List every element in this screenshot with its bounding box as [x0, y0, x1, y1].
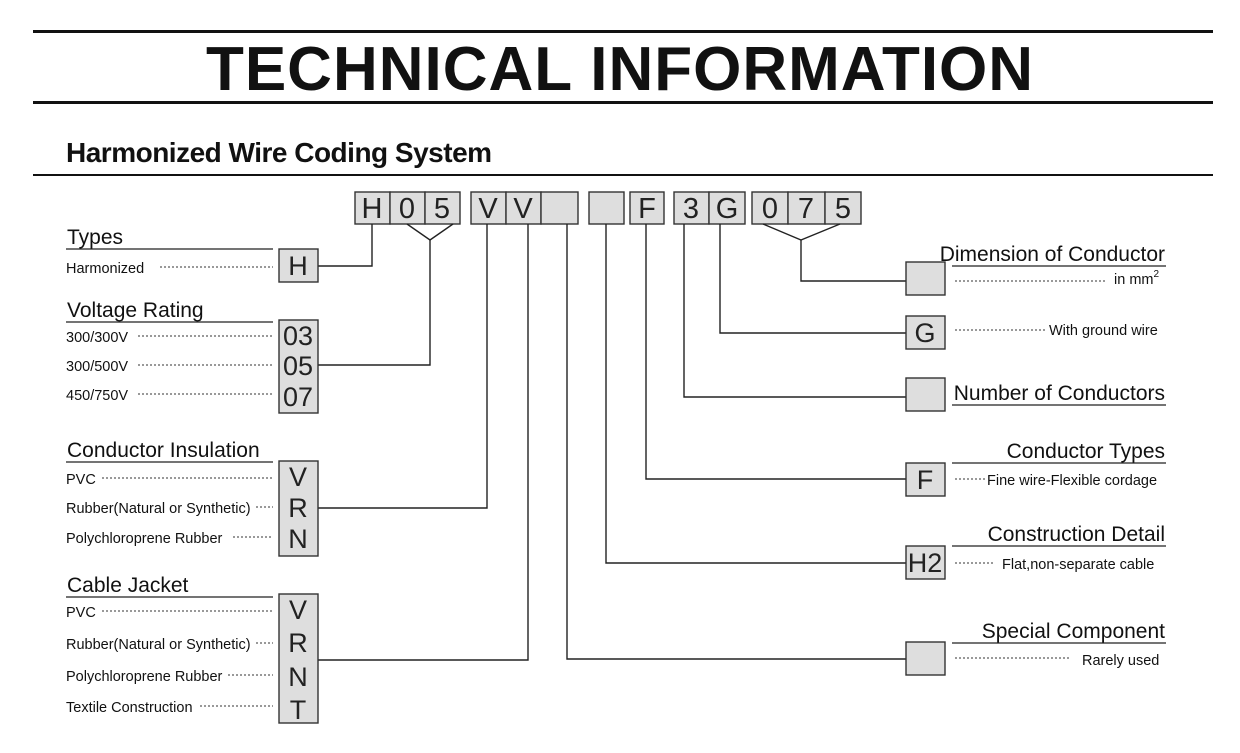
- special-section: Special Component Rarely used: [905, 620, 1166, 676]
- dimension-heading: Dimension of Conductor: [940, 243, 1165, 266]
- insulation-code: N: [288, 524, 308, 554]
- code-char: V: [478, 193, 498, 225]
- code-char: G: [716, 193, 739, 225]
- number-heading: Number of Conductors: [954, 382, 1165, 405]
- code-char: 5: [835, 193, 851, 225]
- connector-lines: [318, 223, 906, 661]
- insulation-label: PVC: [66, 472, 96, 488]
- insulation-code: R: [288, 493, 308, 523]
- voltage-code: 03: [283, 321, 313, 351]
- jacket-code: R: [288, 628, 308, 658]
- code-group-5: 3 G: [673, 191, 746, 225]
- code-char: F: [638, 193, 656, 225]
- construction-note: Flat,non-separate cable: [1002, 557, 1154, 573]
- code-group-3: [588, 191, 625, 225]
- types-heading: Types: [67, 226, 123, 249]
- ctypes-note: Fine wire-Flexible cordage: [987, 473, 1157, 489]
- code-char: 0: [399, 193, 415, 225]
- section-subtitle: Harmonized Wire Coding System: [66, 137, 492, 168]
- dimension-note: in mm2: [1114, 269, 1159, 288]
- types-label: Harmonized: [66, 261, 144, 277]
- code-char: 7: [798, 193, 814, 225]
- ground-code: G: [914, 318, 935, 348]
- insulation-heading: Conductor Insulation: [67, 439, 260, 462]
- insulation-code: V: [289, 462, 307, 492]
- dimension-section: Dimension of Conductor in mm2: [905, 243, 1166, 296]
- top-rule: [33, 30, 1213, 33]
- ground-section: G With ground wire: [905, 315, 1158, 350]
- ctypes-code: F: [917, 465, 934, 495]
- voltage-label: 450/750V: [66, 388, 128, 404]
- number-section: Number of Conductors: [905, 377, 1166, 412]
- code-char: V: [513, 193, 533, 225]
- ctypes-section: Conductor Types F Fine wire-Flexible cor…: [905, 440, 1166, 497]
- construction-heading: Construction Detail: [988, 523, 1165, 546]
- insulation-label: Rubber(Natural or Synthetic): [66, 501, 251, 517]
- voltage-section: Voltage Rating 300/300V 03 300/500V 05 4…: [66, 299, 319, 414]
- code-char: 0: [762, 193, 778, 225]
- code-group-4: F: [629, 191, 665, 225]
- page-title: TECHNICAL INFORMATION: [205, 35, 1035, 104]
- code-group-6: 0 7 5: [751, 191, 862, 225]
- ground-note: With ground wire: [1049, 323, 1158, 339]
- insulation-label: Polychloroprene Rubber: [66, 531, 223, 547]
- special-heading: Special Component: [982, 620, 1165, 643]
- jacket-heading: Cable Jacket: [67, 574, 189, 597]
- insulation-section: Conductor Insulation PVC V Rubber(Natura…: [66, 439, 319, 557]
- voltage-label: 300/500V: [66, 359, 128, 375]
- construction-code: H2: [908, 548, 943, 578]
- jacket-label: PVC: [66, 605, 96, 621]
- code-char: 3: [683, 193, 699, 225]
- code-char: 5: [434, 193, 450, 225]
- voltage-label: 300/300V: [66, 330, 128, 346]
- jacket-label: Polychloroprene Rubber: [66, 669, 223, 685]
- jacket-label: Textile Construction: [66, 700, 193, 716]
- jacket-code: V: [289, 595, 307, 625]
- title-underline: [33, 101, 1213, 104]
- types-section: Types Harmonized H: [66, 226, 319, 283]
- jacket-code: T: [290, 695, 307, 725]
- special-note: Rarely used: [1082, 653, 1159, 669]
- voltage-heading: Voltage Rating: [67, 299, 204, 322]
- jacket-section: Cable Jacket PVC V Rubber(Natural or Syn…: [66, 574, 319, 725]
- code-group-2: V V: [470, 191, 579, 225]
- voltage-code: 07: [283, 382, 313, 412]
- code-char: H: [362, 193, 383, 225]
- voltage-code: 05: [283, 351, 313, 381]
- types-code: H: [288, 251, 308, 281]
- jacket-label: Rubber(Natural or Synthetic): [66, 637, 251, 653]
- ctypes-heading: Conductor Types: [1007, 440, 1165, 463]
- subtitle-underline: [33, 174, 1213, 176]
- construction-section: Construction Detail H2 Flat,non-separate…: [905, 523, 1166, 580]
- code-group-1: H 0 5: [354, 191, 461, 225]
- jacket-code: N: [288, 662, 308, 692]
